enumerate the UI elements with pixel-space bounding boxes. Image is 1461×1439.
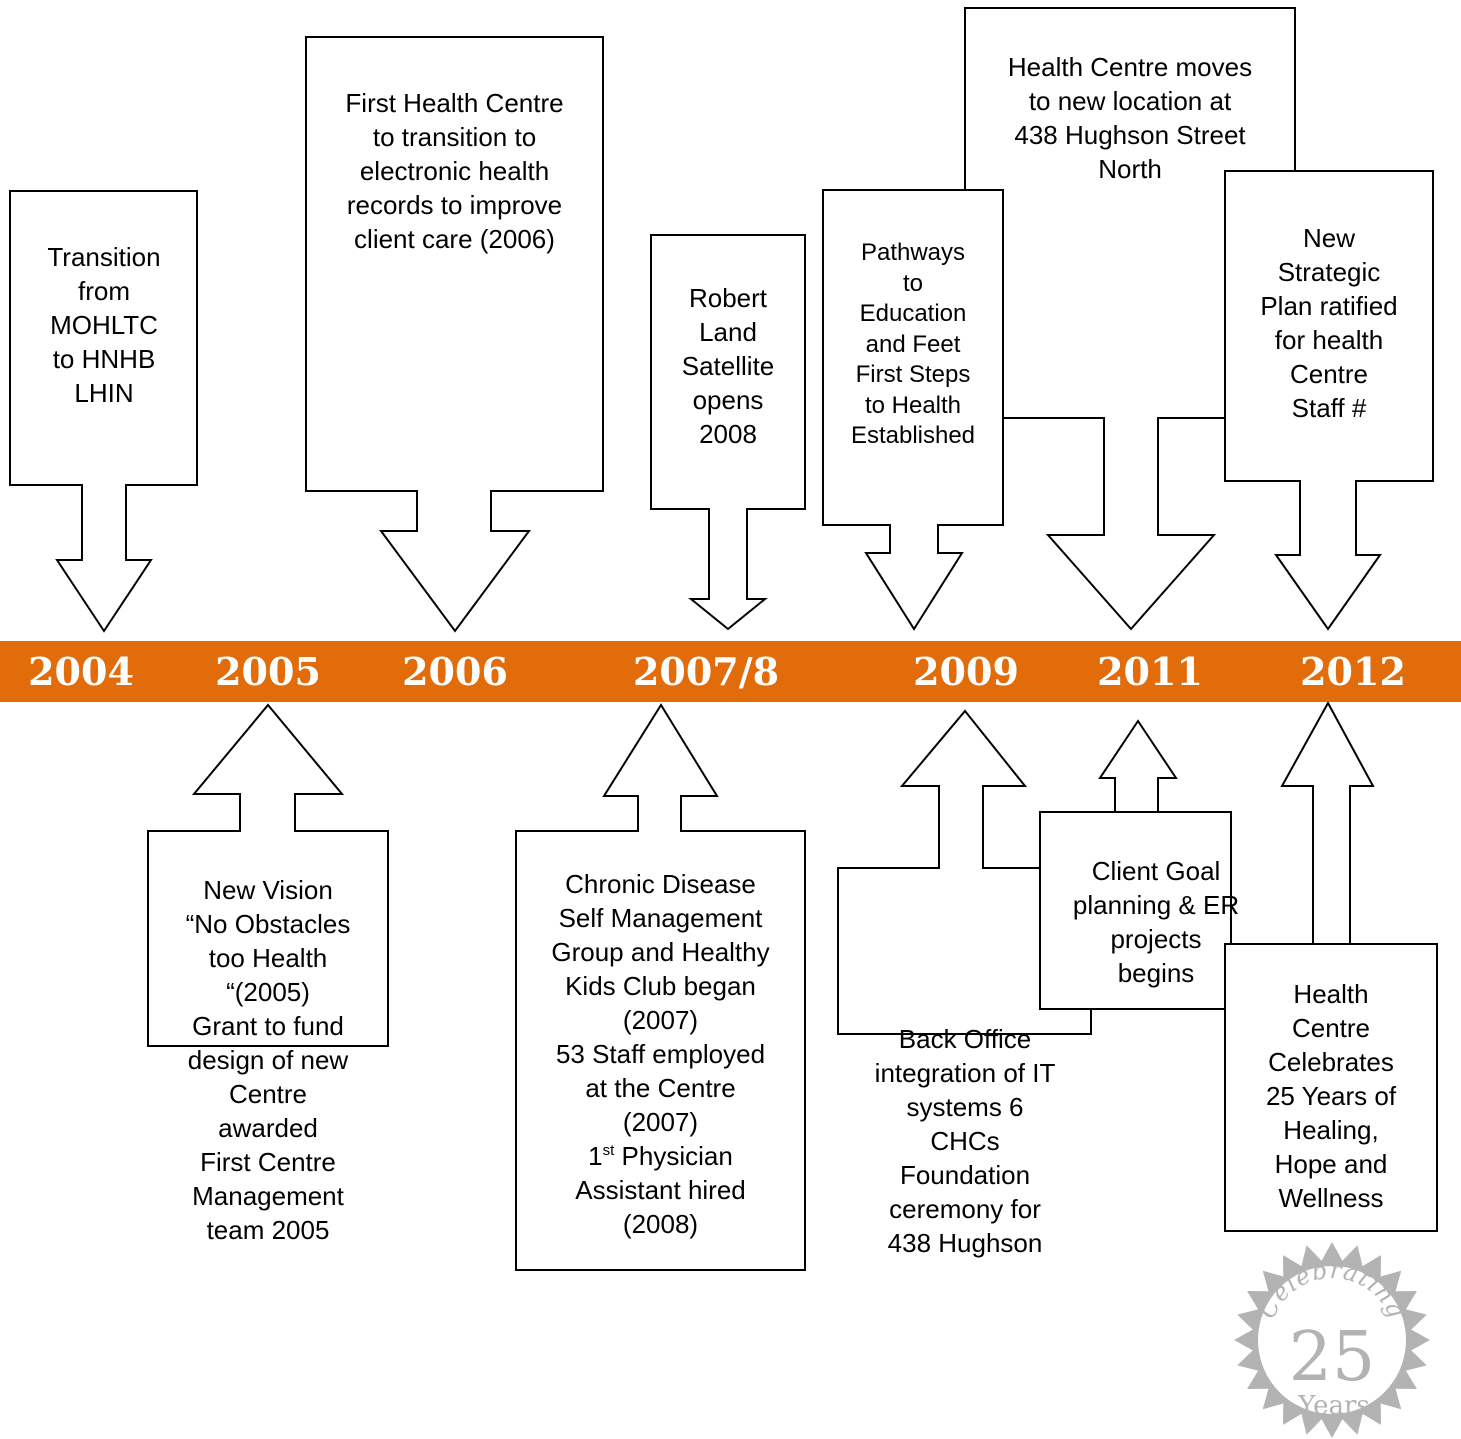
celebrates-text: Health Centre Celebrates 25 Years of Hea… [1265, 979, 1397, 1213]
client-goal-text: Client Goal planning & ER projects begin… [1072, 856, 1240, 988]
callout-pathways [822, 189, 1004, 631]
year-label-5: 2011 [1097, 649, 1203, 694]
year-label-1: 2005 [215, 649, 321, 694]
chronic-disease-tail: Assistant hired (2008) [575, 1175, 746, 1239]
year-label-6: 2012 [1300, 649, 1406, 694]
callout-first-health-centre [305, 36, 604, 633]
ordinal-suffix: st [602, 1142, 615, 1159]
chronic-disease-main: Chronic Disease Self Management Group an… [551, 869, 770, 1137]
year-label-3: 2007/8 [632, 649, 780, 694]
year-label-2: 2006 [402, 649, 508, 694]
first-health-centre-text: First Health Centre to transition to ele… [345, 88, 564, 254]
moves-text: Health Centre moves to new location at 4… [1007, 52, 1253, 184]
callout-chronic-disease [515, 703, 806, 1271]
robert-land-text: Robert Land Satellite opens 2008 [681, 283, 775, 449]
year-label-4: 2009 [913, 649, 1019, 694]
callout-back-office [837, 709, 1092, 1035]
physician-word: Physician [614, 1141, 733, 1171]
pathways-text: Pathways to Education and Feet First Ste… [850, 239, 976, 449]
celebrating-25-years-badge: Celebrating 25 Years [1234, 1242, 1430, 1438]
ordinal-number: 1 [588, 1141, 603, 1171]
callout-new-vision [147, 703, 389, 1047]
transition-text: Transition from MOHLTC to HNHB LHIN [47, 242, 161, 408]
badge-number: 25 [1289, 1318, 1376, 1397]
chronic-disease-text: Chronic Disease Self Management Group an… [518, 867, 803, 1241]
timeline-band [0, 641, 1461, 702]
new-vision-text: New Vision “No Obstacles too Health “(20… [185, 875, 351, 1245]
callout-strategic-plan [1224, 170, 1434, 631]
back-office-text: Back Office integration of IT systems 6 … [874, 1024, 1056, 1258]
callout-transition [9, 190, 198, 633]
year-label-0: 2004 [28, 649, 134, 694]
badge-years: Years [1297, 1391, 1370, 1421]
strategic-plan-text: New Strategic Plan ratified for health C… [1260, 223, 1398, 423]
callout-robert-land [650, 234, 806, 631]
